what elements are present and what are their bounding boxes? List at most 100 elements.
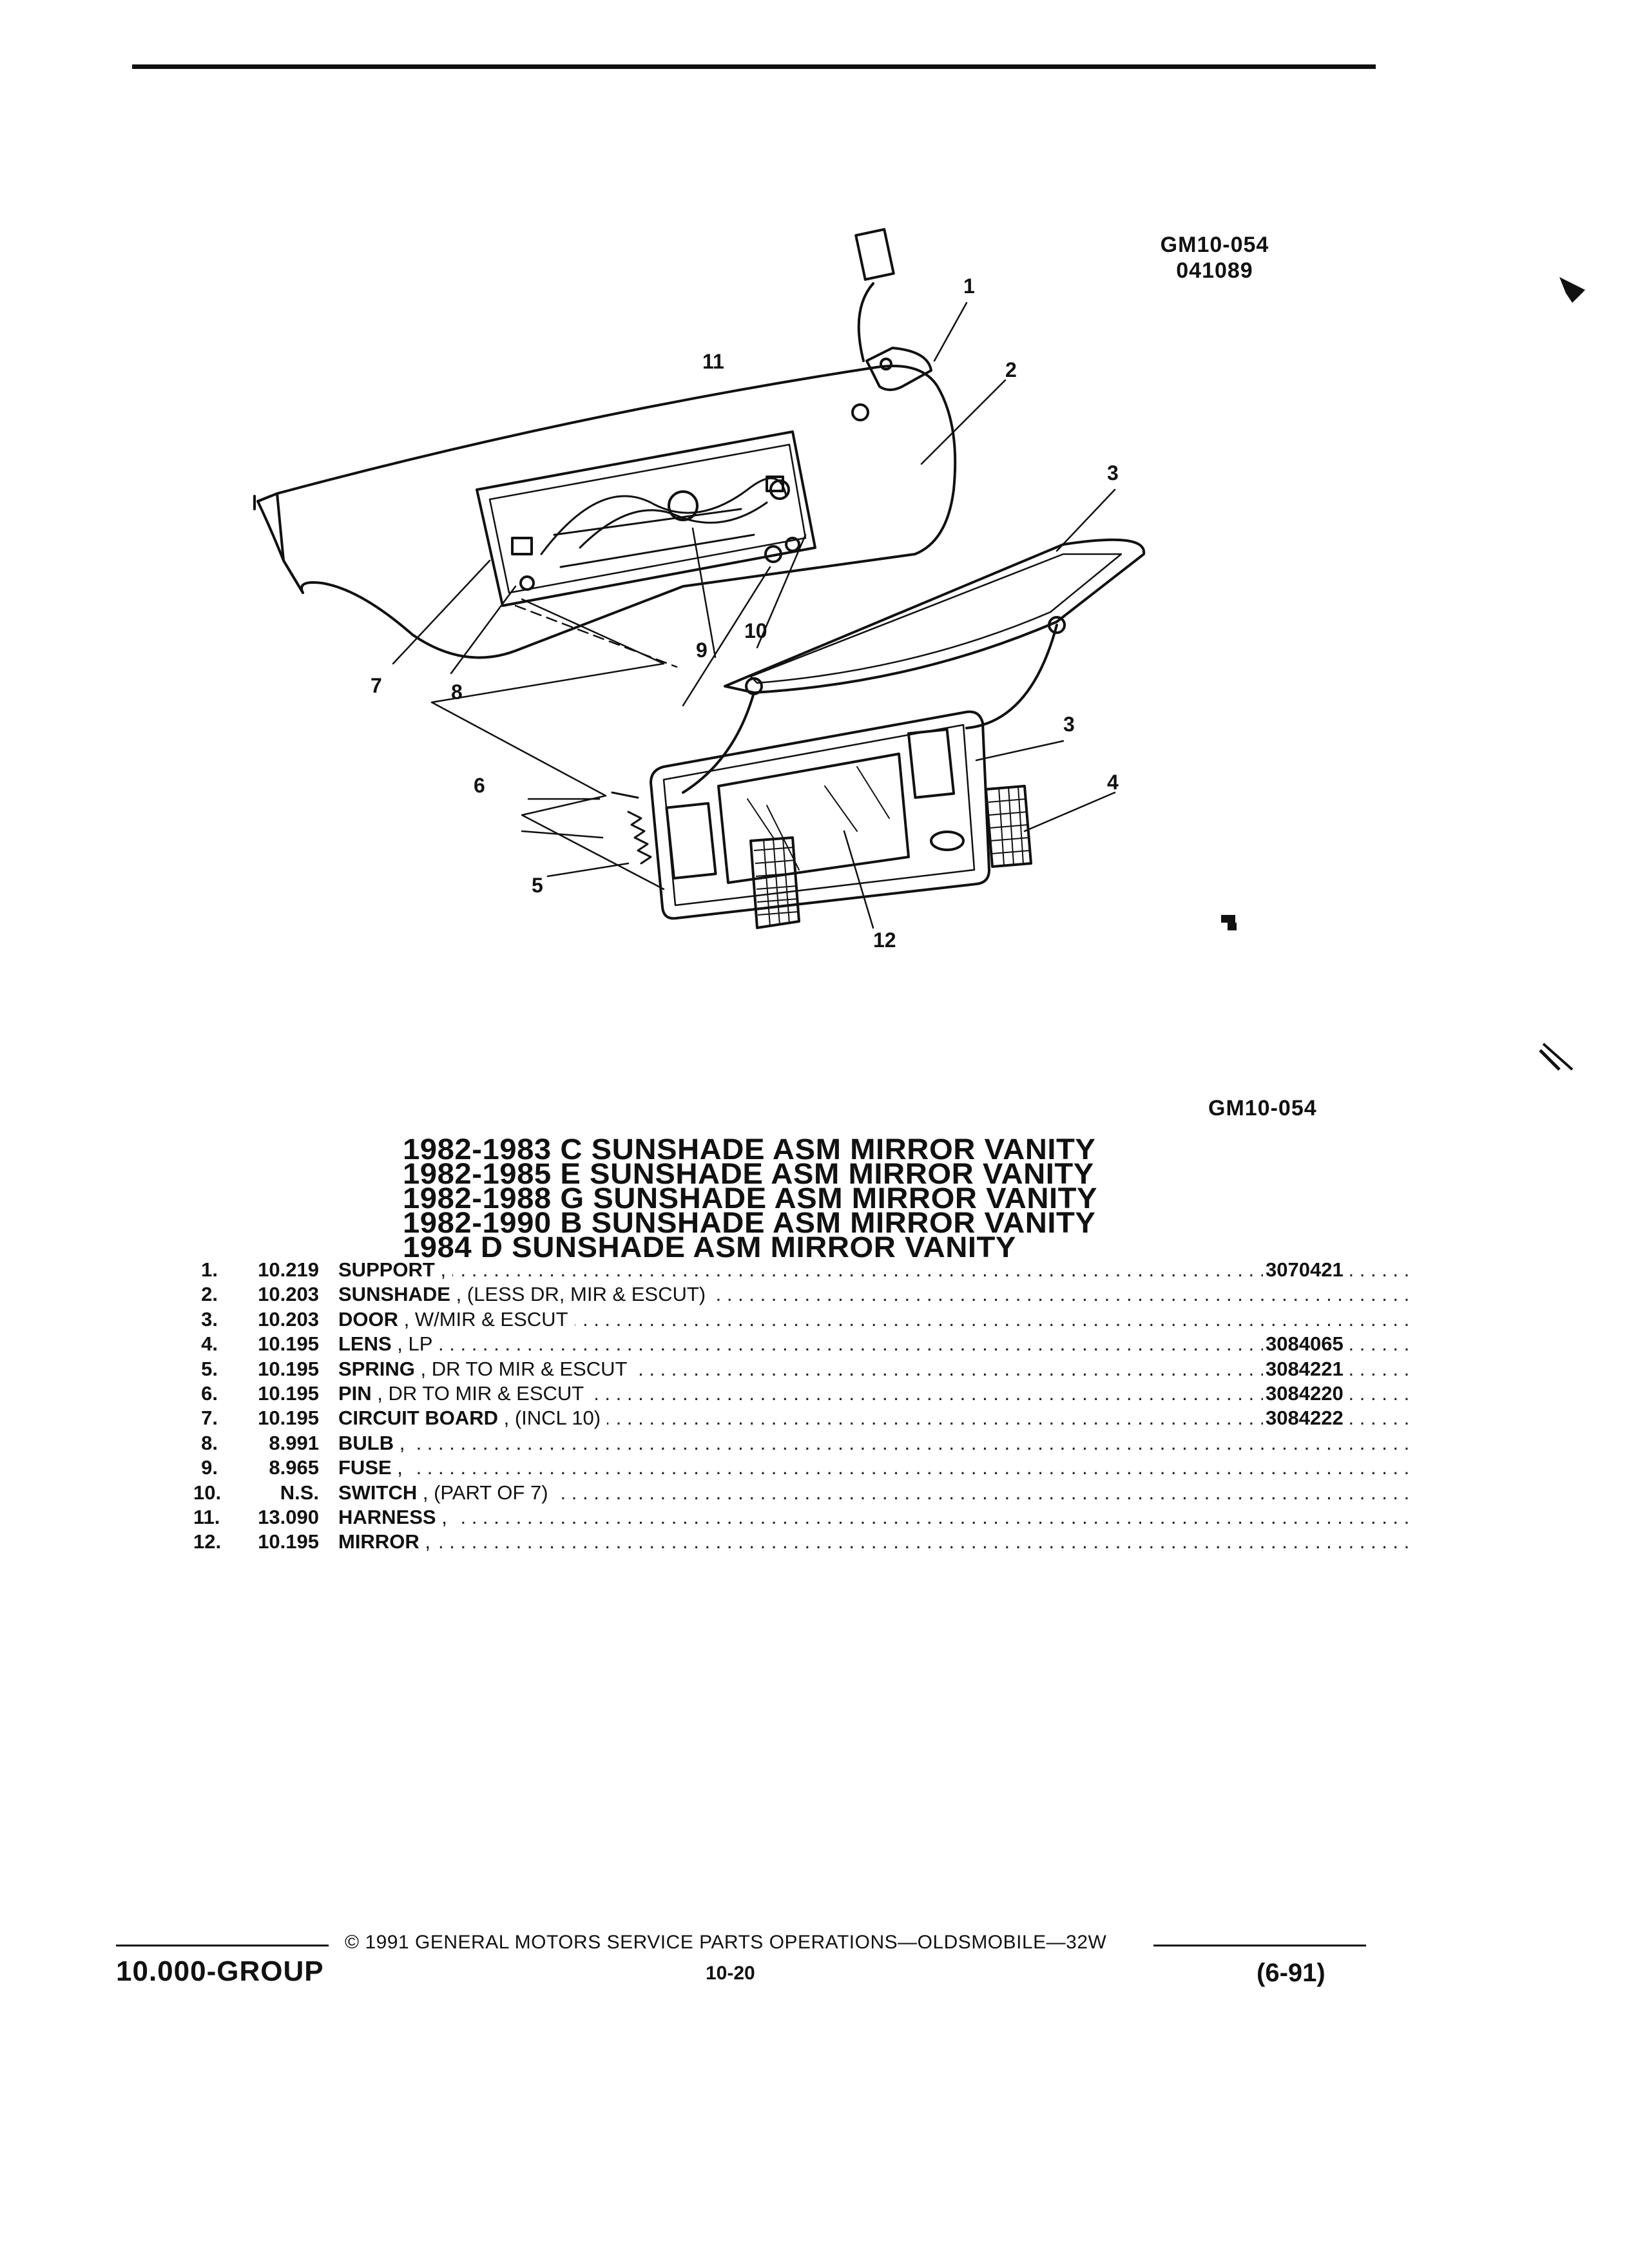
harness [540,477,787,555]
part-number: 3084221 [1263,1356,1344,1381]
group-number: 10.203 [258,1283,319,1306]
part-desc: , LP [391,1332,433,1356]
part-name-main: MIRROR [338,1530,419,1553]
sunshade-rod [253,495,272,510]
part-desc: , DR TO MIR & ESCUT [371,1381,584,1405]
part-name-main: SPRING [338,1357,415,1380]
figure-code: GM10-054 [1160,233,1269,257]
item-number: 11. [193,1505,220,1528]
title-line: 1984 D SUNSHADE ASM MIRROR VANITY [403,1231,1016,1264]
part-name: FUSE , [338,1456,409,1481]
part-desc: , [436,1505,447,1528]
parts-row: 5. 10.195 . . . . . . . . . . . . . . . … [193,1356,1414,1381]
item-number: 7. [201,1407,218,1430]
group-number: 10.195 [258,1357,319,1380]
title-line: 1982-1988 G SUNSHADE ASM MIRROR VANITY [403,1182,1098,1215]
parts-row: 6. 10.195 . . . . . . . . . . . . . . . … [193,1381,1414,1407]
callout-7: 7 [371,674,382,697]
callout-2: 2 [1005,358,1017,381]
callout-8: 8 [451,680,463,704]
item-number: 6. [201,1381,218,1405]
part-name: BULB , [338,1430,412,1456]
part-name-main: HARNESS [338,1505,436,1528]
parts-list: 1. 10.219 . . . . . . . . . . . . . . . … [193,1258,1414,1555]
parts-row: 8. 8.991 . . . . . . . . . . . . . . . .… [193,1430,1414,1456]
part-name-main: FUSE [338,1456,392,1479]
part-desc: , (PART OF 7) [417,1481,548,1504]
part-name: PIN , DR TO MIR & ESCUT [338,1381,591,1407]
lens-right [985,785,1032,868]
leader-dots: . . . . . . . . . . . . . . . . . . . . … [338,1332,1414,1356]
item-number: 10. [193,1481,222,1504]
part-name: LENS , LP [338,1332,439,1357]
revision-date: (6-91) [1257,1959,1325,1987]
mirror-escutcheon [650,710,990,920]
figure-code-top: GM10-054 041089 [1144,232,1286,284]
group-number: 8.991 [269,1431,319,1454]
part-name: SUPPORT , [338,1258,453,1283]
parts-row: 3. 10.203 . . . . . . . . . . . . . . . … [193,1307,1414,1332]
callout-3a: 3 [1107,461,1119,485]
callout-11: 11 [702,350,724,373]
lens-left [749,836,800,929]
title-line: 1982-1983 C SUNSHADE ASM MIRROR VANITY [403,1133,1096,1166]
title-line: 1982-1990 B SUNSHADE ASM MIRROR VANITY [403,1206,1096,1239]
group-number: 10.219 [258,1258,319,1281]
parts-row: 4. 10.195 . . . . . . . . . . . . . . . … [193,1332,1414,1357]
part-desc: , [391,1456,403,1479]
door-upper [724,538,1146,694]
part-name: MIRROR , [338,1530,437,1555]
sunshade-outline [256,365,957,659]
leader-dots: . . . . . . . . . . . . . . . . . . . . … [338,1505,1414,1528]
item-number: 9. [201,1456,218,1479]
group-number: 8.965 [269,1456,319,1479]
part-name: SUNSHADE , (LESS DR, MIR & ESCUT) [338,1282,713,1307]
part-desc: , [434,1258,447,1281]
part-name: HARNESS , [338,1504,454,1530]
footer-rule-right [1153,1945,1366,1946]
group-number: 10.203 [258,1307,319,1331]
part-name: SWITCH , (PART OF 7) [338,1480,555,1505]
title-line: 1982-1985 E SUNSHADE ASM MIRROR VANITY [403,1157,1094,1190]
callout-3b: 3 [1063,713,1075,736]
catalog-title: 1982-1983 C SUNSHADE ASM MIRROR VANITY 1… [403,1135,1097,1262]
parts-row: 2. 10.203 . . . . . . . . . . . . . . . … [193,1282,1414,1307]
callout-6: 6 [474,774,485,797]
connector [854,227,895,281]
figure-date: 041089 [1176,258,1253,283]
leader-dots: . . . . . . . . . . . . . . . . . . . . … [338,1431,1414,1454]
pin [611,791,639,799]
figure-code-bottom: GM10-054 [1208,1096,1317,1120]
part-desc: , (INCL 10) [498,1407,601,1430]
group-number: 10.195 [258,1530,319,1553]
part-desc: , DR TO MIR & ESCUT [414,1357,628,1380]
part-number: 3084220 [1263,1381,1344,1407]
footer-copyright: © 1991 GENERAL MOTORS SERVICE PARTS OPER… [345,1932,1107,1953]
parts-row: 12. 10.195 . . . . . . . . . . . . . . .… [193,1530,1414,1555]
spring [627,811,652,865]
part-name: CIRCUIT BOARD , (INCL 10) [338,1406,608,1431]
part-name-main: SWITCH [338,1481,418,1504]
part-name: DOOR , W/MIR & ESCUT [338,1307,575,1332]
part-desc: , [419,1530,430,1553]
item-number: 2. [201,1283,218,1306]
part-desc: , [394,1431,405,1454]
group-number: 13.090 [258,1505,319,1528]
exploded-view-illustration: 1 2 3 3 4 5 6 7 8 9 10 11 12 [253,227,1585,1071]
part-name-main: SUNSHADE [338,1283,450,1306]
part-name-main: LENS [338,1332,392,1356]
parts-row: 7. 10.195 . . . . . . . . . . . . . . . … [193,1406,1414,1431]
part-number: 3084065 [1263,1332,1344,1357]
parts-row: 10. N.S. . . . . . . . . . . . . . . . .… [193,1480,1414,1505]
item-number: 5. [201,1357,218,1380]
part-name-main: SUPPORT [338,1258,435,1281]
circuit-board [476,430,816,607]
callout-10: 10 [744,619,767,642]
part-number: 3070421 [1263,1258,1344,1283]
parts-row: 1. 10.219 . . . . . . . . . . . . . . . … [193,1258,1414,1283]
group-number: N.S. [280,1481,319,1504]
corner-arrow-mark [1559,277,1585,303]
group-number: 10.195 [258,1407,319,1430]
page-number: 10-20 [706,1963,755,1984]
connector-wire [857,282,874,362]
